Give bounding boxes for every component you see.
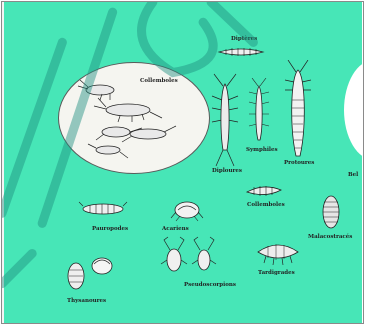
pseudoscorpions-drawing xyxy=(160,234,220,276)
label-acariens: Acariens xyxy=(162,226,189,232)
symphiles-drawing xyxy=(246,78,272,148)
label-malacostraces: Malacostracés xyxy=(308,234,352,240)
pauropodes-drawing xyxy=(78,200,128,218)
protoures-drawing xyxy=(282,60,314,160)
right-cropped-circle xyxy=(344,60,364,160)
label-tardigrades: Tardigrades xyxy=(258,270,295,276)
label-thysanoures: Thysanoures xyxy=(67,298,106,304)
label-dipteres: Diptères xyxy=(231,36,257,42)
label-protoures: Protoures xyxy=(284,160,314,166)
tardigrades-drawing xyxy=(254,238,302,266)
thysanoures-drawing xyxy=(60,252,120,292)
acariens-drawing xyxy=(170,198,204,222)
diploures-drawing xyxy=(208,72,242,168)
label-collemboles-top: Collemboles xyxy=(140,78,178,84)
label-cut-off: Bel xyxy=(348,172,358,178)
label-pseudoscorpions: Pseudoscorpions xyxy=(184,282,236,288)
label-symphiles: Symphiles xyxy=(246,147,278,153)
label-collemboles-mid: Collemboles xyxy=(247,202,285,208)
malacostraces-drawing xyxy=(318,192,344,232)
label-pauropodes: Pauropodes xyxy=(92,226,128,232)
collembola-group-drawing xyxy=(58,62,208,172)
label-diploures: Diploures xyxy=(212,168,242,174)
dipteres-drawing xyxy=(216,44,266,60)
collemboles-mid-drawing xyxy=(244,182,284,200)
